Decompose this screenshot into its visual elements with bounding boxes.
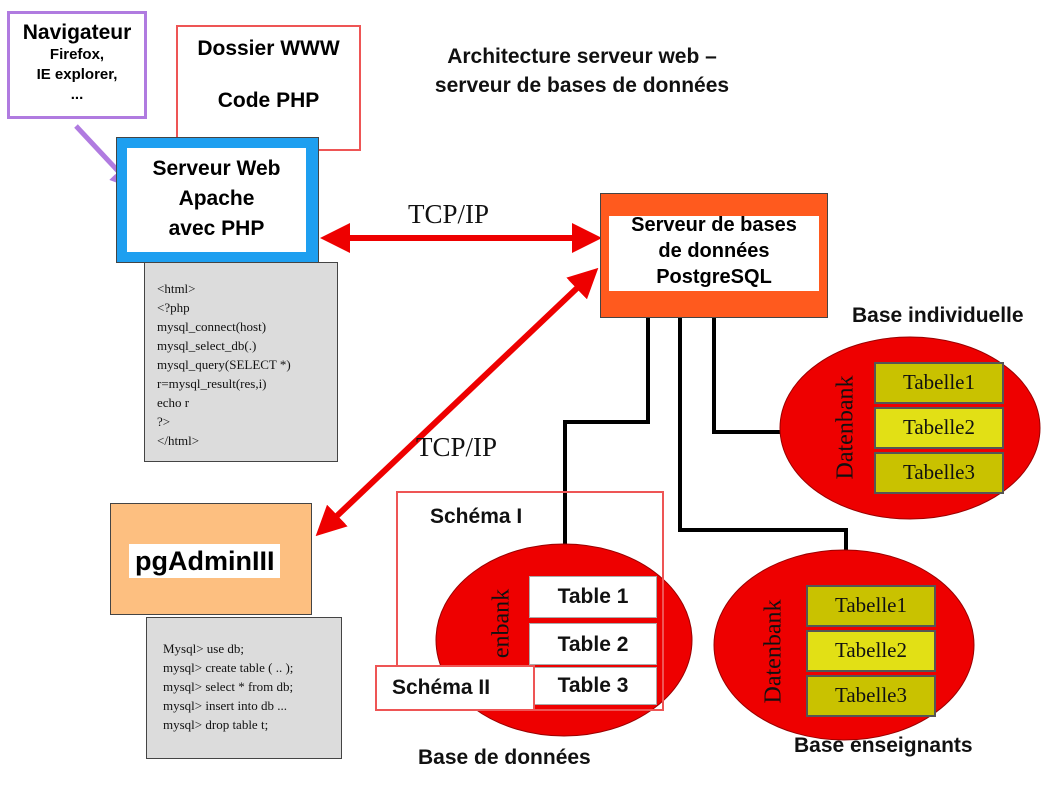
sql-code-line: mysql> insert into db ... — [163, 698, 287, 713]
browser-box: Navigateur Firefox, IE explorer, ... — [7, 11, 147, 119]
base-donnees-table-2: Table 2 — [529, 623, 657, 665]
base-individuelle-table-1: Tabelle1 — [874, 362, 1004, 404]
php-code-box: <html> <?php mysql_connect(host) mysql_s… — [144, 262, 338, 462]
db-server-line-3: PostgreSQL — [656, 266, 772, 288]
diagram-title: Architecture serveur web – serveur de ba… — [398, 42, 766, 100]
php-code-line: </html> — [157, 433, 200, 448]
browser-title: Navigateur — [22, 21, 132, 44]
line-to-base-individuelle — [712, 318, 784, 434]
www-folder-code: Code PHP — [217, 89, 320, 112]
php-code-line: mysql_query(SELECT *) — [157, 357, 291, 372]
tcpip-diagonal-arrow — [315, 267, 599, 537]
php-code-line: r=mysql_result(res,i) — [157, 376, 267, 391]
base-enseignants-table-3: Tabelle3 — [806, 675, 936, 717]
base-donnees-label: Base de données — [418, 746, 591, 769]
php-code-line: <html> — [157, 281, 196, 296]
php-code-line: echo r — [157, 395, 190, 410]
db-server-line-1: Serveur de bases — [631, 214, 797, 236]
base-enseignants-label: Base enseignants — [794, 734, 973, 757]
base-individuelle-table-2: Tabelle2 — [874, 407, 1004, 449]
sql-code-line: mysql> select * from db; — [163, 679, 294, 694]
line-to-base-enseignants — [678, 318, 848, 552]
schema-1-label: Schéma I — [430, 505, 523, 528]
title-line-2: serveur de bases de données — [434, 74, 730, 97]
php-code-line: ?> — [157, 414, 171, 429]
web-server-box: Serveur Web Apache avec PHP — [116, 137, 319, 263]
schema-2-box — [375, 665, 535, 711]
pgadmin-label: pgAdminIII — [129, 544, 281, 578]
sql-code-line: mysql> drop table t; — [163, 717, 269, 732]
sql-code-line: Mysql> use db; — [163, 641, 245, 656]
www-folder-title: Dossier WWW — [197, 37, 340, 60]
schema-2-label: Schéma II — [392, 676, 491, 699]
base-enseignants-table-2: Tabelle2 — [806, 630, 936, 672]
tcpip-label-top: TCP/IP — [408, 199, 490, 229]
web-server-line-1: Serveur Web — [152, 157, 281, 180]
php-code-line: mysql_select_db(.) — [157, 338, 257, 353]
base-individuelle-db-word: Datenbank — [832, 375, 859, 480]
php-code-line: mysql_connect(host) — [157, 319, 267, 334]
base-donnees-table-3: Table 3 — [529, 667, 657, 705]
web-server-label: Serveur Web Apache avec PHP — [127, 148, 306, 252]
db-server-line-2: de données — [658, 240, 770, 262]
base-enseignants-table-1: Tabelle1 — [806, 585, 936, 627]
web-server-line-3: avec PHP — [168, 217, 265, 240]
tcpip-label-diagonal: TCP/IP — [416, 432, 498, 462]
base-individuelle-label: Base individuelle — [852, 304, 1024, 327]
sql-code-line: mysql> create table ( .. ); — [163, 660, 294, 675]
www-folder-box: Dossier WWW Code PHP — [176, 25, 361, 151]
sql-code-box: Mysql> use db; mysql> create table ( .. … — [146, 617, 342, 759]
title-line-1: Architecture serveur web – — [447, 45, 717, 68]
pgadmin-box: pgAdminIII — [110, 503, 312, 615]
web-server-line-2: Apache — [178, 187, 255, 210]
base-individuelle-table-3: Tabelle3 — [874, 452, 1004, 494]
browser-line-3: ... — [70, 86, 84, 103]
browser-line-2: IE explorer, — [36, 66, 118, 83]
base-enseignants-db-word: Datenbank — [760, 599, 787, 704]
browser-line-1: Firefox, — [49, 46, 105, 63]
db-server-label: Serveur de bases de données PostgreSQL — [609, 214, 819, 291]
base-donnees-table-1: Table 1 — [529, 576, 657, 618]
db-server-box: Serveur de bases de données PostgreSQL — [600, 193, 828, 318]
php-code-line: <?php — [157, 300, 190, 315]
